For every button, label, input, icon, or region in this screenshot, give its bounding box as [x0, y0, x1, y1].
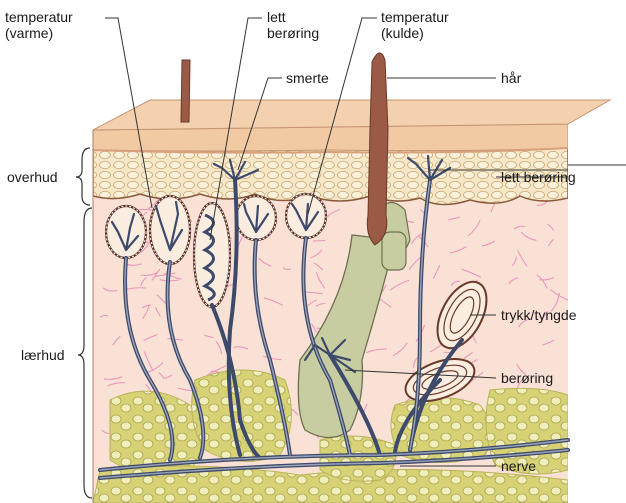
label-smerte: smerte [286, 70, 329, 86]
hair-shaft-small [181, 60, 190, 122]
label-temperatur-varme: temperatur (varme) [5, 9, 73, 41]
label-trykk-tyngde: trykk/tyngde [501, 307, 576, 323]
dermis-fiber [313, 241, 325, 242]
label-temperatur-kulde: temperatur (kulde) [381, 9, 449, 41]
larhud-brace [78, 208, 92, 498]
label-har: hår [501, 70, 521, 86]
label-lett-beroring-top: lett berøring [267, 9, 319, 41]
label-lett-beroring-right: lett berøring [501, 169, 576, 185]
label-beroring: berøring [501, 370, 553, 386]
label-larhud: lærhud [21, 347, 65, 363]
label-overhud: overhud [7, 169, 58, 185]
hair-shaft [367, 53, 388, 245]
overhud-brace [76, 148, 90, 205]
label-nerve: nerve [501, 458, 536, 474]
